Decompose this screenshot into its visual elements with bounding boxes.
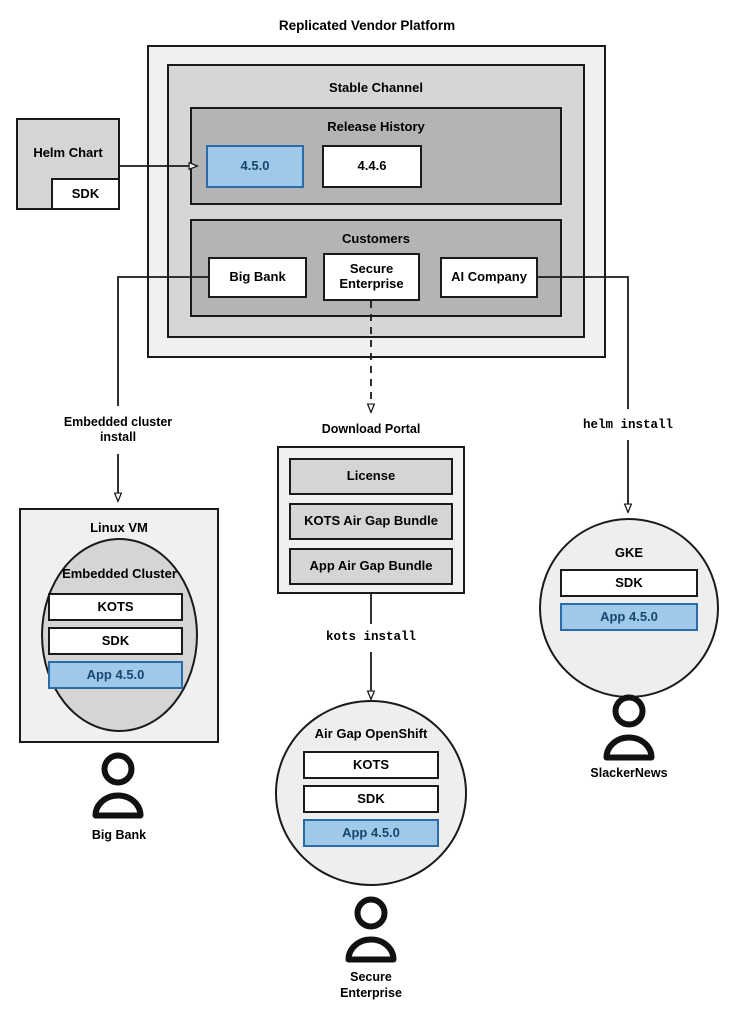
actor-label-slackernews: SlackerNews bbox=[590, 766, 668, 780]
release-4-4-6-label: 4.4.6 bbox=[357, 158, 387, 174]
customer-big-bank-box[interactable]: Big Bank bbox=[208, 257, 307, 298]
linux-vm-component-app-label: App 4.5.0 bbox=[86, 666, 145, 682]
release-4-5-0-box[interactable]: 4.5.0 bbox=[206, 145, 304, 188]
air-gap-openshift-component-kots-label: KOTS bbox=[352, 756, 390, 772]
air-gap-openshift-component-sdk-label: SDK bbox=[357, 790, 385, 806]
helm-chart-sdk-label: SDK bbox=[71, 185, 100, 201]
release-4-4-6-box[interactable]: 4.4.6 bbox=[322, 145, 422, 188]
actor-label-secure-enterprise-line-1: Secure bbox=[350, 970, 392, 984]
helm-chart-label: Helm Chart bbox=[33, 145, 103, 160]
download-portal-item-kots-air-gap-bundle-label: KOTS Air Gap Bundle bbox=[304, 513, 438, 529]
edge-label-helm-install: helm install bbox=[582, 418, 673, 432]
gke-component-app[interactable]: App 4.5.0 bbox=[560, 603, 698, 631]
air-gap-openshift-component-kots[interactable]: KOTS bbox=[303, 751, 439, 779]
download-portal-item-app-air-gap-bundle[interactable]: App Air Gap Bundle bbox=[289, 548, 453, 585]
air-gap-openshift-label: Air Gap OpenShift bbox=[314, 726, 428, 741]
air-gap-openshift-component-app[interactable]: App 4.5.0 bbox=[303, 819, 439, 847]
person-icon-big-bank bbox=[92, 752, 144, 819]
gke-component-app-label: App 4.5.0 bbox=[600, 608, 658, 624]
actor-label-secure-enterprise: Secure Enterprise bbox=[311, 970, 431, 1001]
actor-label-big-bank: Big Bank bbox=[91, 828, 147, 842]
customer-big-bank-label: Big Bank bbox=[229, 269, 286, 285]
helm-chart-sdk-box[interactable]: SDK bbox=[51, 178, 120, 210]
download-portal-item-kots-air-gap-bundle[interactable]: KOTS Air Gap Bundle bbox=[289, 503, 453, 540]
customer-ai-company-label: AI Company bbox=[451, 269, 527, 285]
release-4-5-0-label: 4.5.0 bbox=[240, 158, 270, 174]
person-icon-secure-enterprise bbox=[345, 896, 397, 963]
edge-label-kots-install: kots install bbox=[325, 630, 416, 644]
gke-component-sdk-label: SDK bbox=[615, 574, 643, 590]
air-gap-openshift-component-sdk[interactable]: SDK bbox=[303, 785, 439, 813]
edge-label-line-1: Embedded cluster bbox=[63, 415, 173, 429]
linux-vm-label: Linux VM bbox=[90, 520, 148, 535]
linux-vm-component-kots-label: KOTS bbox=[97, 598, 134, 614]
download-portal-item-license-label: License bbox=[346, 468, 396, 484]
person-icon-slackernews bbox=[603, 694, 655, 761]
download-portal-item-app-air-gap-bundle-label: App Air Gap Bundle bbox=[309, 558, 433, 574]
linux-vm-component-kots[interactable]: KOTS bbox=[48, 593, 183, 621]
actor-label-secure-enterprise-line-2: Enterprise bbox=[340, 985, 402, 1000]
download-portal-label: Download Portal bbox=[321, 422, 421, 436]
linux-vm-component-app[interactable]: App 4.5.0 bbox=[48, 661, 183, 689]
edge-label-line-2: install bbox=[99, 430, 137, 444]
stable-channel-label: Stable Channel bbox=[329, 80, 423, 95]
download-portal-item-license[interactable]: License bbox=[289, 458, 453, 495]
edge-label-embedded-cluster-install: Embedded cluster install bbox=[38, 415, 198, 445]
gke-component-sdk[interactable]: SDK bbox=[560, 569, 698, 597]
page-title: Replicated Vendor Platform bbox=[278, 18, 456, 33]
customers-label: Customers bbox=[342, 231, 410, 246]
release-history-label: Release History bbox=[327, 119, 425, 134]
gke-label: GKE bbox=[614, 545, 644, 560]
embedded-cluster-label: Embedded Cluster bbox=[62, 566, 177, 581]
linux-vm-component-sdk-label: SDK bbox=[101, 632, 130, 648]
linux-vm-component-sdk[interactable]: SDK bbox=[48, 627, 183, 655]
customer-ai-company-box[interactable]: AI Company bbox=[440, 257, 538, 298]
air-gap-openshift-component-app-label: App 4.5.0 bbox=[342, 824, 400, 840]
